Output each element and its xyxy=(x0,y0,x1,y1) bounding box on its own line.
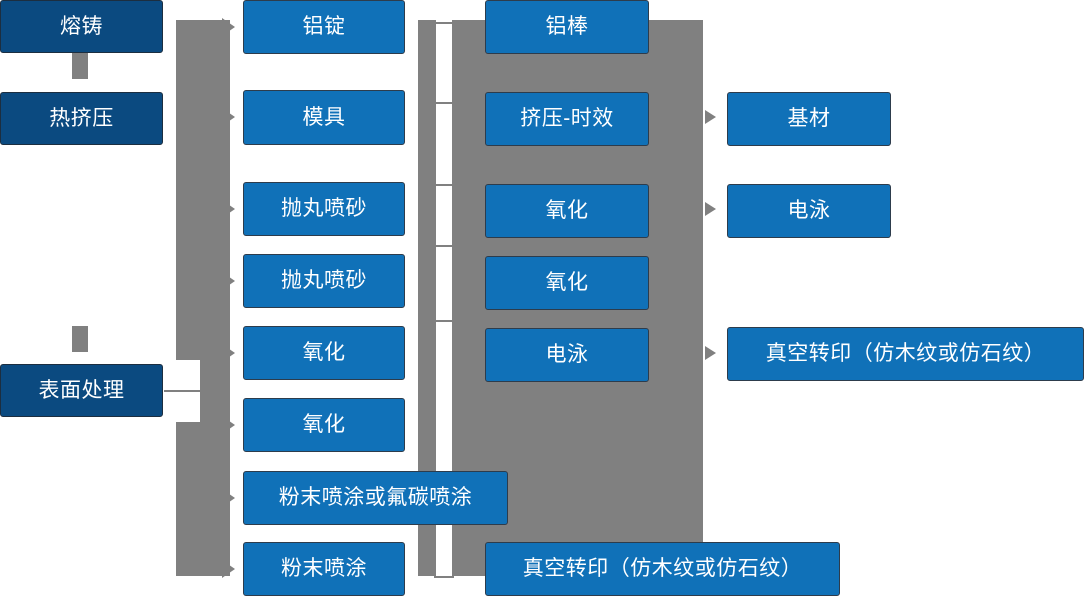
stage-box-surface[interactable]: 表面处理 xyxy=(0,364,163,417)
process-box-oxidation-3[interactable]: 氧化 xyxy=(485,184,649,238)
output-label: 基材 xyxy=(787,107,831,131)
tie-line-5 xyxy=(434,320,454,322)
tie-line-3 xyxy=(434,184,454,186)
process-box-die[interactable]: 模具 xyxy=(243,90,405,145)
process-box-oxidation-4[interactable]: 氧化 xyxy=(485,256,649,310)
process-label: 电泳 xyxy=(545,343,589,367)
process-label: 粉末喷涂或氟碳喷涂 xyxy=(278,486,473,510)
arrow-to-electro xyxy=(705,202,716,216)
process-label: 抛丸喷砂 xyxy=(281,269,367,293)
process-label: 氧化 xyxy=(302,341,346,365)
tie-line-1 xyxy=(434,22,454,24)
connector-stub-extrusion-down xyxy=(72,326,88,352)
stage-label: 热挤压 xyxy=(49,106,114,130)
process-label: 挤压-时效 xyxy=(520,107,614,131)
tie-line-4 xyxy=(434,245,454,247)
output-box-substrate[interactable]: 基材 xyxy=(727,92,891,146)
process-label: 粉末喷涂 xyxy=(281,557,367,581)
process-box-electrophoresis-1[interactable]: 电泳 xyxy=(485,328,649,382)
connector-line-surface xyxy=(164,390,206,392)
tie-line-6 xyxy=(434,576,454,578)
process-box-bar[interactable]: 铝棒 xyxy=(485,0,649,54)
process-label: 模具 xyxy=(302,105,346,129)
stage-label: 表面处理 xyxy=(38,378,125,402)
output-box-vacuum-transfer[interactable]: 真空转印（仿木纹或仿石纹） xyxy=(727,327,1084,381)
process-box-oxidation-2[interactable]: 氧化 xyxy=(243,398,405,452)
process-box-oxidation-1[interactable]: 氧化 xyxy=(243,326,405,380)
connector-bar-mid-upper xyxy=(418,20,436,320)
process-box-extrude-aging[interactable]: 挤压-时效 xyxy=(485,92,649,146)
process-label: 铝棒 xyxy=(545,15,589,39)
process-box-vacuum-transfer-1[interactable]: 真空转印（仿木纹或仿石纹） xyxy=(485,542,840,596)
arrow-to-oxidation-1 xyxy=(222,344,235,362)
output-box-electrophoresis[interactable]: 电泳 xyxy=(727,184,891,238)
process-label: 氧化 xyxy=(545,199,589,223)
arrow-to-die xyxy=(222,108,235,126)
stage-label: 熔铸 xyxy=(60,14,103,38)
arrow-to-blast-2 xyxy=(222,272,235,290)
arrow-to-ingot xyxy=(222,18,235,36)
connector-stub-melting-down xyxy=(72,53,88,79)
stage-box-extrusion[interactable]: 热挤压 xyxy=(0,92,163,145)
process-label: 抛丸喷砂 xyxy=(281,197,367,221)
process-label: 氧化 xyxy=(545,271,589,295)
arrow-to-powder xyxy=(222,560,235,578)
process-box-powder-fluorocarbon[interactable]: 粉末喷涂或氟碳喷涂 xyxy=(243,471,508,525)
arrow-to-oxidation-2 xyxy=(222,416,235,434)
process-label: 铝锭 xyxy=(302,15,346,39)
stage-box-melting[interactable]: 熔铸 xyxy=(0,0,163,53)
tie-line-2 xyxy=(434,102,454,104)
process-label: 真空转印（仿木纹或仿石纹） xyxy=(522,557,803,581)
output-label: 电泳 xyxy=(787,199,831,223)
arrow-to-vacuum xyxy=(705,346,716,360)
process-box-blast-1[interactable]: 抛丸喷砂 xyxy=(243,182,405,236)
process-box-ingot[interactable]: 铝锭 xyxy=(243,0,405,54)
process-box-powder[interactable]: 粉末喷涂 xyxy=(243,542,405,596)
arrow-to-blast-1 xyxy=(222,200,235,218)
arrow-to-substrate xyxy=(705,110,716,124)
output-label: 真空转印（仿木纹或仿石纹） xyxy=(765,342,1046,366)
connector-bar-mid-lower xyxy=(418,318,436,576)
connector-bar-left xyxy=(176,20,230,576)
arrow-to-powder-fluor xyxy=(222,489,235,507)
process-box-blast-2[interactable]: 抛丸喷砂 xyxy=(243,254,405,308)
process-label: 氧化 xyxy=(302,413,346,437)
